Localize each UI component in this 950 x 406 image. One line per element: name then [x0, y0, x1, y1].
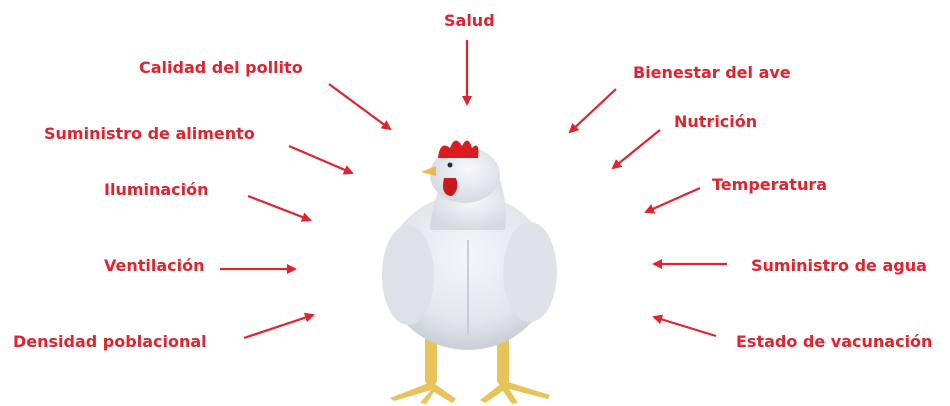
chicken-eye: [448, 163, 453, 168]
label-suministro-agua: Suministro de agua: [751, 256, 927, 276]
label-estado-vacunacion: Estado de vacunación: [736, 332, 932, 352]
chicken-left-wing: [382, 225, 434, 325]
label-densidad-poblacional: Densidad poblacional: [13, 332, 207, 352]
chicken-comb: [438, 140, 478, 158]
chicken-right-wing: [503, 222, 557, 322]
arrow-temperatura: [646, 188, 700, 212]
label-salud: Salud: [444, 11, 495, 31]
label-suministro-alimento: Suministro de alimento: [44, 124, 255, 144]
arrow-suministro-alimento: [289, 146, 352, 173]
broiler-chicken-icon: [382, 140, 557, 404]
arrow-densidad-poblacional: [244, 315, 313, 338]
label-calidad-pollito: Calidad del pollito: [139, 58, 303, 78]
arrow-bienestar-ave: [570, 89, 616, 132]
arrow-calidad-pollito: [329, 84, 390, 129]
label-bienestar-ave: Bienestar del ave: [633, 63, 791, 83]
label-ventilacion: Ventilación: [104, 256, 205, 276]
label-temperatura: Temperatura: [712, 175, 827, 195]
label-nutricion: Nutrición: [674, 112, 757, 132]
arrow-iluminacion: [248, 196, 310, 220]
arrow-nutricion: [613, 130, 660, 168]
label-iluminacion: Iluminación: [104, 180, 209, 200]
arrow-estado-vacunacion: [654, 317, 716, 336]
chicken-beak: [421, 166, 436, 176]
